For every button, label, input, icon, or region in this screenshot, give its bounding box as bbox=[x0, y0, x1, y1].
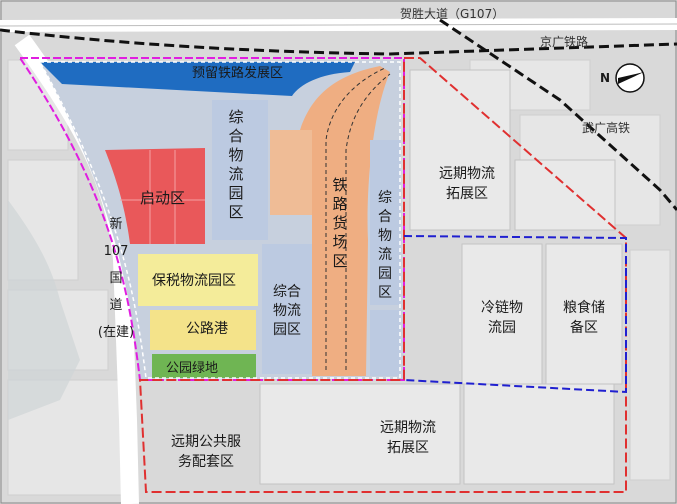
far-expansion-s-label-line: 远期物流 bbox=[380, 420, 436, 436]
label-railway-wuguang: 武广高铁 bbox=[582, 120, 630, 135]
rail-freight-label-line: 路 bbox=[332, 195, 347, 213]
far-expansion-s-label-line: 拓展区 bbox=[387, 440, 429, 456]
zone-startup bbox=[105, 148, 205, 244]
logistics-a-label-line: 合 bbox=[228, 127, 243, 145]
label-reserved-railway: 预留铁路发展区 bbox=[192, 65, 283, 81]
railway-jingguang bbox=[0, 28, 677, 56]
far-expansion-ne-label-line: 拓展区 bbox=[446, 186, 488, 202]
north-arrow: N bbox=[600, 63, 645, 93]
national-road-label-line: 道 bbox=[109, 298, 122, 313]
rail-freight-label-line: 场 bbox=[332, 233, 347, 251]
cold-chain-label-line: 冷链物 bbox=[481, 300, 523, 316]
far-public-label-line: 远期公共服 bbox=[171, 434, 241, 450]
logistics-a-label-line: 流 bbox=[228, 165, 243, 183]
north-arrow-label: N bbox=[600, 71, 610, 85]
logistics-b-label-line: 合 bbox=[378, 209, 392, 225]
logistics-b-label-line: 园 bbox=[378, 266, 392, 282]
zone-startup-grid bbox=[120, 150, 205, 244]
label-road-g107: 贺胜大道（G107） bbox=[400, 6, 504, 21]
zone-ne-grid bbox=[409, 69, 616, 231]
rail-freight-label-line: 货 bbox=[332, 214, 347, 232]
far-expansion-ne-label-line: 远期物流 bbox=[439, 166, 495, 182]
national-road-label-line: 新 bbox=[109, 216, 122, 232]
logistics-b-label-line: 物 bbox=[378, 228, 392, 244]
rail-freight-label-line: 区 bbox=[332, 252, 347, 270]
boundary-far bbox=[138, 57, 627, 493]
logistics-a-label-line: 物 bbox=[228, 146, 243, 164]
label-railway-jingguang: 京广铁路 bbox=[540, 34, 588, 49]
grain-label-line: 备区 bbox=[570, 319, 598, 336]
zone-south-grid bbox=[259, 383, 615, 485]
label-startup: 启动区 bbox=[140, 189, 185, 207]
water-body bbox=[8, 200, 80, 420]
zone-park-green bbox=[152, 354, 256, 378]
label-national-road: 新 107 国道 (在建) bbox=[98, 216, 134, 340]
rail-freight-label-line: 铁 bbox=[332, 176, 347, 194]
national-road-label-line: (在建) bbox=[98, 325, 134, 340]
boundary-inner bbox=[38, 61, 401, 379]
logistics-a-label-line: 区 bbox=[228, 203, 243, 221]
label-road-port: 公路港 bbox=[186, 321, 228, 337]
national-road-label-line: 107 bbox=[104, 244, 129, 259]
freight-tracks bbox=[325, 67, 391, 370]
far-public-label-line: 务配套区 bbox=[178, 454, 234, 470]
logistics-a-label-line: 综 bbox=[228, 108, 243, 126]
boundary-blue bbox=[403, 235, 627, 394]
logistics-b-label-line: 区 bbox=[378, 285, 392, 301]
logistics-c-label-line: 园区 bbox=[273, 322, 301, 338]
logistics-c-label-line: 综合 bbox=[273, 284, 301, 300]
railway-wuguang bbox=[439, 18, 677, 211]
national-road-label-line: 国 bbox=[109, 271, 122, 286]
zone-bonded bbox=[138, 254, 258, 306]
zone-road-port bbox=[150, 310, 256, 350]
logistics-b-label-line: 综 bbox=[378, 190, 392, 206]
road-g107-edge bbox=[0, 23, 677, 27]
logistics-c-label-line: 物流 bbox=[273, 303, 301, 319]
label-park-green: 公园绿地 bbox=[166, 361, 218, 376]
zone-cold-chain-grid bbox=[461, 243, 623, 385]
zone-rail-freight-ext bbox=[270, 130, 312, 215]
cold-chain-label-line: 流园 bbox=[488, 320, 516, 336]
logistics-b-label-line: 流 bbox=[378, 247, 392, 263]
label-bonded: 保税物流园区 bbox=[152, 273, 236, 289]
zone-rail-freight bbox=[300, 66, 390, 376]
logistics-a-label-line: 园 bbox=[228, 184, 243, 202]
zone-reserved-railway bbox=[40, 62, 355, 96]
grain-label-line: 粮食储 bbox=[563, 299, 605, 316]
zone-logistics-blocks bbox=[212, 100, 400, 376]
